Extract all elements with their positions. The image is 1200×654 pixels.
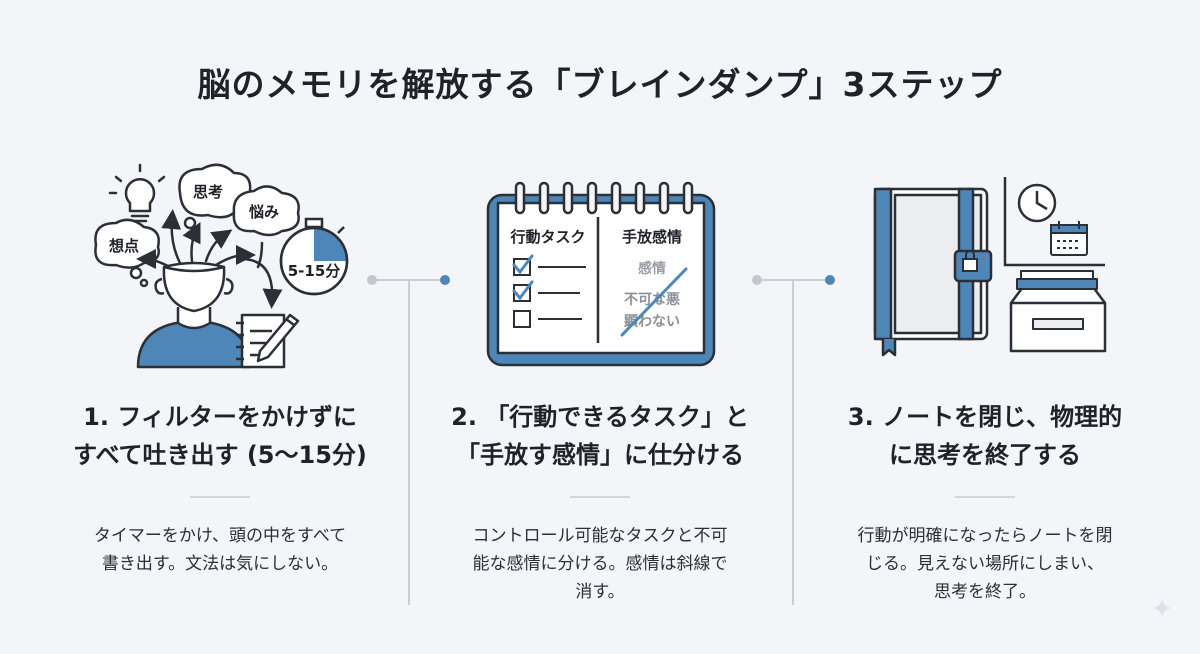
step-3: 3. ノートを閉じ、物理的 に思考を終了する 行動が明確になったらノートを閉 じ… — [795, 0, 1175, 654]
notebook-right-line-3: 顕わない — [624, 314, 680, 330]
notepad-pencil-icon — [236, 313, 300, 369]
timer-label: 5-15分 — [288, 262, 341, 280]
bubble-text-shiko: 思考 — [193, 183, 223, 201]
lightbulb-icon — [108, 163, 166, 223]
step-3-description: 行動が明確になったらノートを閉 じる。見えない場所にしまい、 思考を終了。 — [857, 526, 1113, 602]
lock-icon — [953, 249, 993, 283]
brain-dump-illustration: 5-15分 思考 悩み 想点 — [94, 163, 349, 369]
step-2-description: コントロール可能なタスクと不可 能な感情に分ける。感情は斜線で 消す。 — [472, 526, 728, 602]
page-title: 脳のメモリを解放する「ブレインダンプ」3ステップ — [197, 65, 1003, 104]
divider — [570, 496, 630, 498]
divider — [955, 496, 1015, 498]
calendar-icon — [1050, 221, 1088, 256]
step-1-heading: 1. フィルターをかけずに すべて吐き出す (5〜15分) — [73, 403, 367, 469]
notebook-right-title: 手放感情 — [622, 228, 682, 246]
close-notebook-illustration — [873, 177, 1107, 357]
spiral-notebook-icon: 行動タスク 手放感情 感情 不可な悪 顕わない — [486, 181, 716, 367]
notebook-right-line-2: 不可な悪 — [624, 292, 680, 308]
step-1: 5-15分 思考 悩み 想点 1. フィルターをかけずに すべて吐き出す (5〜… — [30, 0, 410, 654]
notebook-left-title: 行動タスク — [509, 228, 585, 246]
person-icon — [136, 261, 252, 369]
drawer-icon — [1009, 270, 1107, 353]
step-2-heading: 2. 「行動できるタスク」と 「手放す感情」に仕分ける — [451, 403, 749, 469]
step-2: 行動タスク 手放感情 感情 不可な悪 顕わない 2. 「行動できるタスク」と 「… — [410, 0, 790, 654]
spiral-rings — [514, 181, 694, 215]
step-1-description: タイマーをかけ、頭の中をすべて 書き出す。文法は気にしない。 — [93, 526, 347, 574]
clock-icon — [1017, 183, 1057, 223]
step-3-heading: 3. ノートを閉じ、物理的 に思考を終了する — [847, 403, 1123, 469]
strike-line — [620, 267, 688, 337]
sparkle-icon — [1152, 598, 1172, 618]
divider — [190, 496, 250, 498]
notebook-right-line-1: 感情 — [638, 260, 666, 277]
bubble-text-nayami: 悩み — [248, 203, 279, 221]
thought-bubble-nayami — [232, 185, 300, 237]
stopwatch-icon: 5-15分 — [279, 217, 349, 296]
bubble-text-souten: 想点 — [108, 237, 139, 255]
